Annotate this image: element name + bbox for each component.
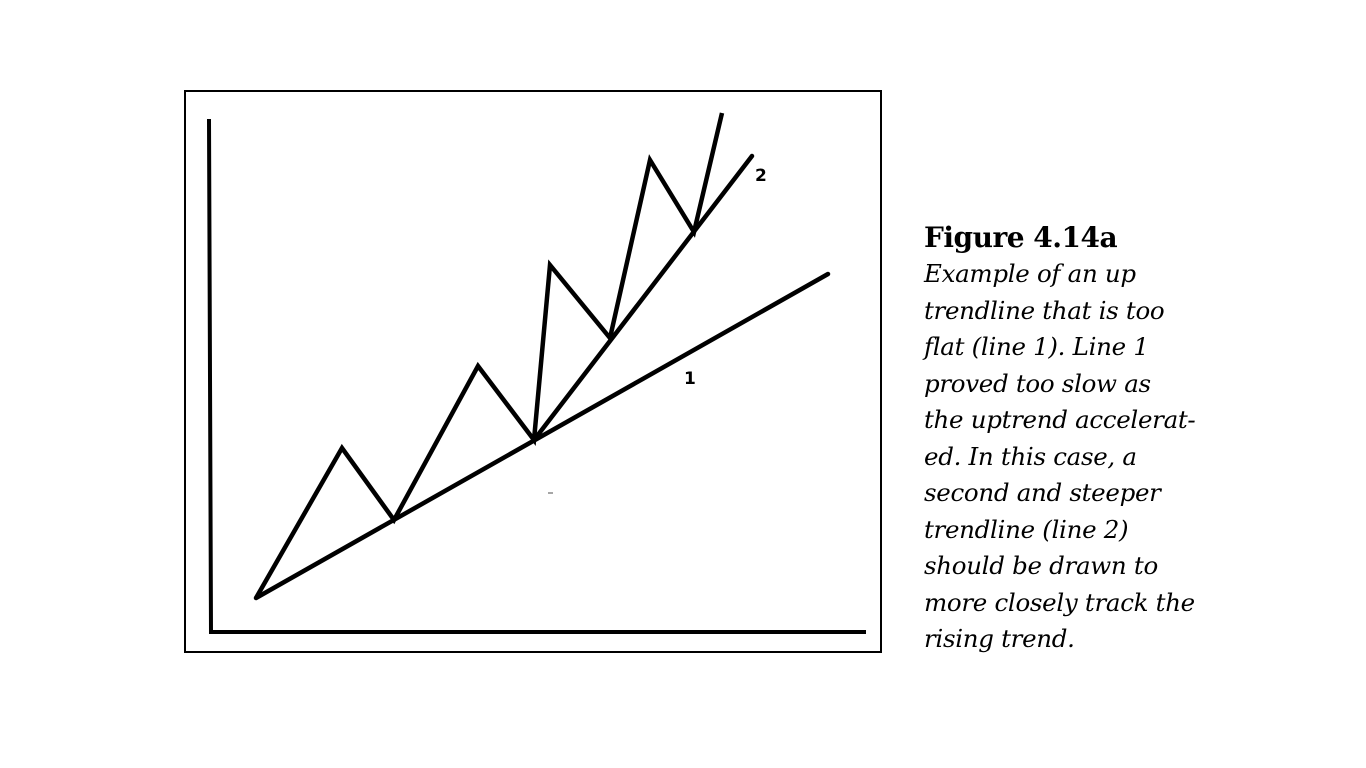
trendline-2-label: 2 — [755, 166, 767, 186]
caption-line: proved too slow as — [924, 368, 1151, 398]
caption-line: the uptrend accelerat- — [924, 405, 1196, 434]
trendline-1-label: 1 — [684, 369, 696, 389]
trendline-1 — [253, 271, 831, 601]
trendline-2 — [531, 153, 755, 443]
price-zigzag — [254, 112, 725, 600]
caption-line: trendline that is too — [924, 295, 1165, 325]
caption-line: trendline (line 2) — [924, 514, 1129, 544]
caption-line: Example of an up — [924, 259, 1136, 288]
caption-line: more closely track the — [924, 587, 1195, 617]
caption-line: flat (line 1). Line 1 — [924, 332, 1149, 361]
caption-body: Example of an up trendline that is too f… — [924, 256, 1234, 658]
figure-caption: Figure 4.14a Example of an up trendline … — [924, 220, 1234, 658]
caption-title: Figure 4.14a — [924, 221, 1118, 254]
caption-line: rising trend. — [924, 624, 1075, 653]
figure-frame — [184, 90, 882, 653]
chart-axes — [207, 118, 866, 634]
caption-line: should be drawn to — [924, 551, 1158, 580]
caption-line: second and steeper — [924, 478, 1161, 507]
caption-line: ed. In this case, a — [924, 441, 1137, 471]
